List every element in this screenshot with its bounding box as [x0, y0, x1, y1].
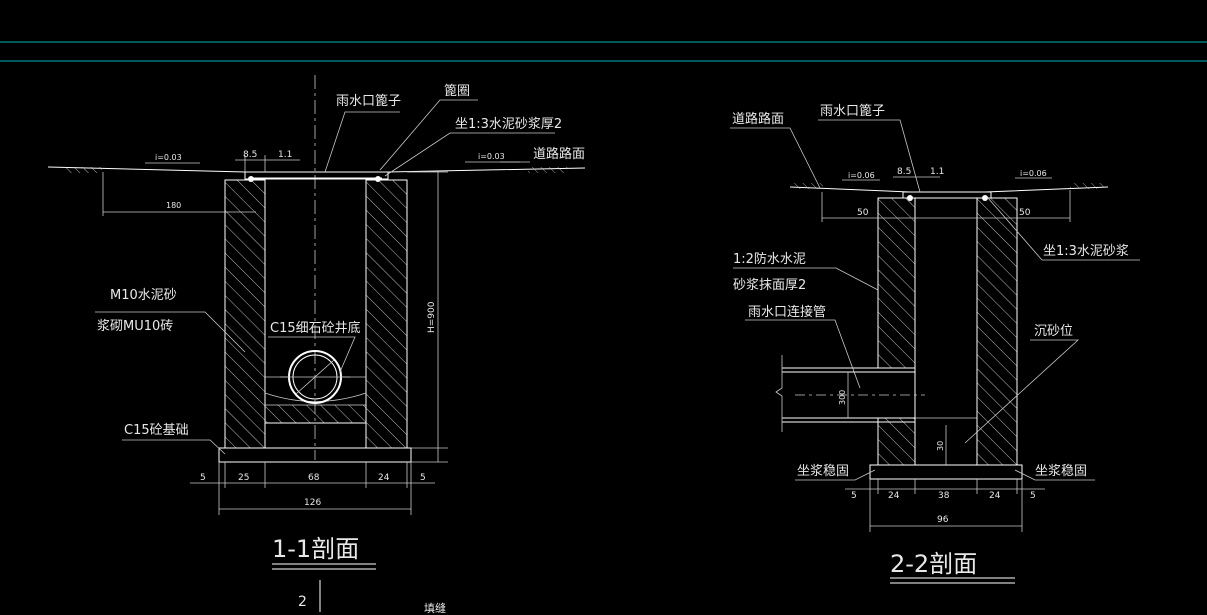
leader-sump-2 — [964, 339, 1080, 444]
sump-label-2: 沉砂位 — [1034, 324, 1073, 339]
pipe-label-2: 雨水口连接管 — [748, 304, 826, 320]
ground-hatch-right-1 — [528, 167, 568, 173]
title-1: 1-1剖面 — [272, 535, 359, 563]
bottom-dim-1-1: 25 — [238, 473, 249, 483]
road-label-1: 道路路面 — [533, 146, 585, 162]
grout-left-2: 坐浆稳固 — [797, 463, 849, 479]
bottom-dim-2-4: 5 — [1030, 491, 1036, 501]
wall-label-1a: M10水泥砂 — [110, 288, 177, 303]
bottom-dim-1-0: 5 — [200, 473, 206, 483]
section-2-2: 道路路面 雨水口篦子 i=0.06 i=0.06 8.5 1.1 50 50 坐… — [730, 104, 1140, 584]
wall-label-1b: 浆砌MU10砖 — [97, 319, 173, 334]
mortar-label-1: 坐1:3水泥砂浆厚2 — [455, 117, 562, 132]
bottom-dim-2-1: 24 — [888, 491, 900, 501]
road-surface-1 — [47, 166, 586, 173]
leader-bottom-1 — [268, 336, 356, 373]
grate-label-1: 雨水口篦子 — [336, 94, 401, 109]
grate-1 — [244, 171, 389, 180]
ground-hatch-left-1 — [66, 167, 102, 173]
waterproof-label-2b: 砂浆抹面厚2 — [733, 278, 806, 293]
rim-label-1: 篦圈 — [444, 84, 470, 99]
leader-wall-1 — [95, 311, 246, 353]
leader-grate-1 — [324, 111, 400, 173]
bottom-label-1: C15细石砼井底 — [270, 320, 361, 336]
wall-left-2-lower — [877, 417, 916, 466]
wall-right-1 — [365, 179, 408, 449]
wall-right-2 — [976, 197, 1018, 466]
base-2 — [869, 464, 1023, 480]
grate-label-2: 雨水口篦子 — [820, 104, 885, 119]
leader-grout-right-2 — [1014, 469, 1095, 481]
leader-pipe-2 — [745, 319, 861, 389]
well-bottom-1 — [264, 404, 367, 424]
leader-mortar-2 — [987, 197, 1140, 261]
bottom-dim-ticks-1 — [218, 462, 412, 515]
pipe-break-2 — [775, 355, 783, 432]
leader-mortar-1 — [384, 132, 555, 177]
dim-50-right-2: 50 — [1019, 208, 1031, 218]
grate-2 — [902, 191, 992, 199]
total-dim-2: 96 — [937, 515, 949, 525]
dim-11-2: 1.1 — [930, 167, 944, 177]
bottom-dim-ticks-2 — [869, 479, 1023, 532]
slope-right-1: i=0.03 — [478, 152, 505, 161]
bottom-dim-2-3: 24 — [989, 491, 1001, 501]
section-1-1: 雨水口篦子 篦圈 坐1:3水泥砂浆厚2 道路路面 i=0.03 i=0.03 8… — [47, 75, 586, 615]
base-1 — [218, 447, 412, 463]
pipe-dia-1 — [295, 359, 335, 395]
bottom-dim-2-2: 38 — [938, 491, 950, 501]
dim-11-1: 1.1 — [278, 150, 292, 160]
wall-left-2 — [877, 197, 916, 369]
grout-right-2: 坐浆稳固 — [1035, 463, 1087, 479]
slope-left-2: i=0.06 — [848, 171, 875, 180]
road-label-2: 道路路面 — [732, 111, 784, 127]
sump-dim-label-2: 30 — [936, 441, 945, 451]
mortar-label-2: 坐1:3水泥砂浆 — [1043, 244, 1129, 259]
leader-waterproof-2 — [733, 267, 879, 291]
sheet-no-1: 2 — [298, 594, 307, 610]
base-label-1: C15砼基础 — [124, 423, 189, 438]
slope-left-1: i=0.03 — [155, 153, 182, 162]
slope-right-2: i=0.06 — [1020, 169, 1047, 178]
leader-grout-left-2 — [795, 469, 876, 481]
road-surface-2 — [789, 186, 1109, 193]
leader-road-2 — [730, 127, 821, 189]
leader-base-1 — [122, 439, 226, 455]
cut-text-1: 填缝 — [424, 601, 446, 615]
dim-85-2: 8.5 — [897, 167, 911, 177]
wall-left-1 — [224, 179, 266, 449]
pipe-dim-label-2: 300 — [838, 390, 847, 405]
waterproof-label-2a: 1:2防水水泥 — [733, 251, 806, 267]
leader-rim-1 — [379, 99, 478, 171]
dim-180-label: 180 — [166, 201, 181, 210]
dim-85-1: 8.5 — [243, 150, 257, 160]
title-2: 2-2剖面 — [890, 550, 977, 578]
bottom-dim-1-4: 5 — [420, 473, 426, 483]
well-bottom-curve-1 — [264, 392, 367, 402]
dim-50-left-2: 50 — [857, 208, 869, 218]
bottom-dim-2-0: 5 — [851, 491, 857, 501]
ground-hatch-left-2 — [793, 183, 823, 189]
leader-grate-2 — [818, 119, 921, 193]
bottom-dim-1-2: 68 — [308, 473, 320, 483]
total-dim-1: 126 — [304, 498, 321, 508]
height-label-1: H=900 — [427, 301, 437, 333]
ground-hatch-right-2 — [1070, 183, 1104, 189]
bottom-dim-1-3: 24 — [378, 473, 390, 483]
